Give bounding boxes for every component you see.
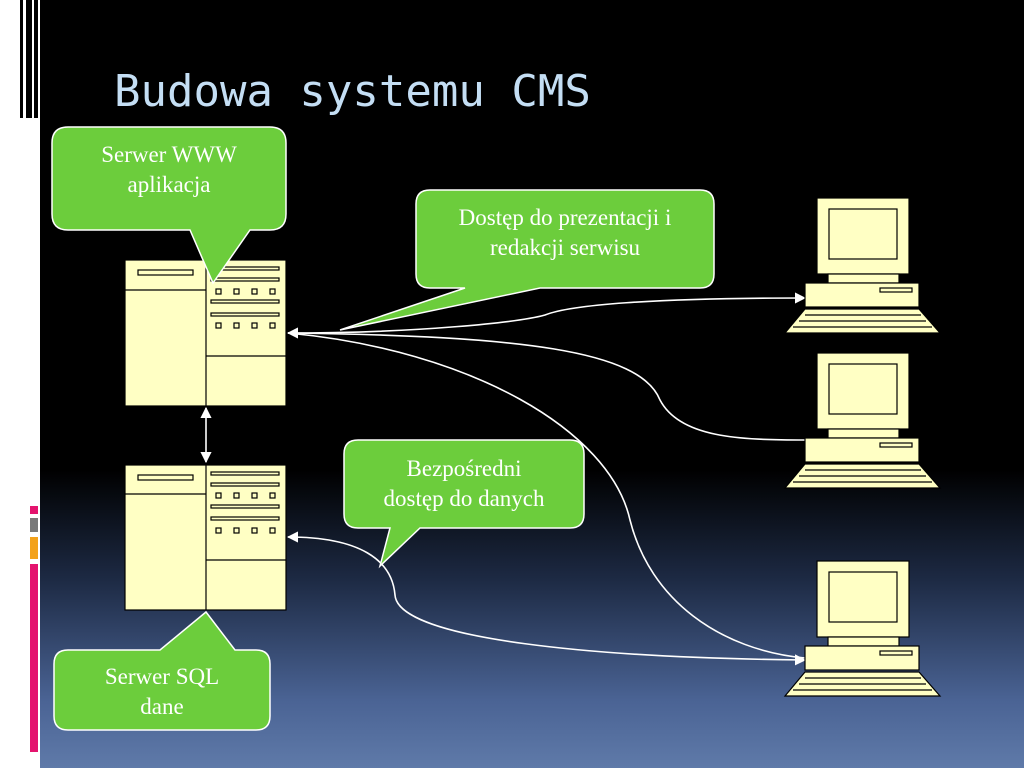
callout-web-server-line2: aplikacja [127, 172, 211, 197]
callout-direct-line1: Bezpośredni [406, 456, 522, 481]
callout-sql-server-line1: Serwer SQL [104, 664, 220, 689]
deco-bar [26, 0, 32, 118]
connector-web-to-client-2 [287, 332, 806, 441]
callout-direct-line2: dostęp do danych [383, 486, 545, 511]
callout-sql-server-text: Serwer SQL dane [56, 662, 268, 722]
deco-accent-orange [30, 537, 38, 559]
deco-bar [34, 0, 38, 118]
connector-sql-to-client [286, 531, 807, 666]
web-server-icon [124, 259, 287, 407]
callout-sql-server [53, 610, 271, 731]
client-computer-2 [783, 352, 942, 489]
callout-access [339, 189, 715, 331]
callout-web-server-line1: Serwer WWW [101, 142, 237, 167]
callout-access-line1: Dostęp do prezentacji i [458, 205, 672, 230]
deco-accent-pink [30, 506, 38, 514]
deco-accent-gray [30, 518, 38, 532]
connectors [200, 292, 807, 666]
callout-access-text: Dostęp do prezentacji i redakcji serwisu [418, 203, 712, 263]
client-computer-3 [783, 560, 942, 697]
callout-sql-server-line2: dane [140, 694, 184, 719]
callout-access-line2: redakcji serwisu [489, 235, 641, 260]
slide-title: Budowa systemu CMS [114, 66, 591, 117]
deco-bar [20, 0, 23, 118]
callout-web-server-text: Serwer WWW aplikacja [56, 140, 282, 200]
callout-web-server [51, 126, 287, 285]
callout-direct [343, 439, 585, 569]
client-computer-1 [783, 197, 942, 334]
sql-server-icon [124, 464, 287, 611]
callout-direct-text: Bezpośredni dostęp do danych [346, 454, 582, 514]
connector-web-to-client-1 [286, 292, 807, 339]
left-decoration-strip [0, 0, 40, 768]
deco-accent-pink-long [30, 564, 38, 752]
